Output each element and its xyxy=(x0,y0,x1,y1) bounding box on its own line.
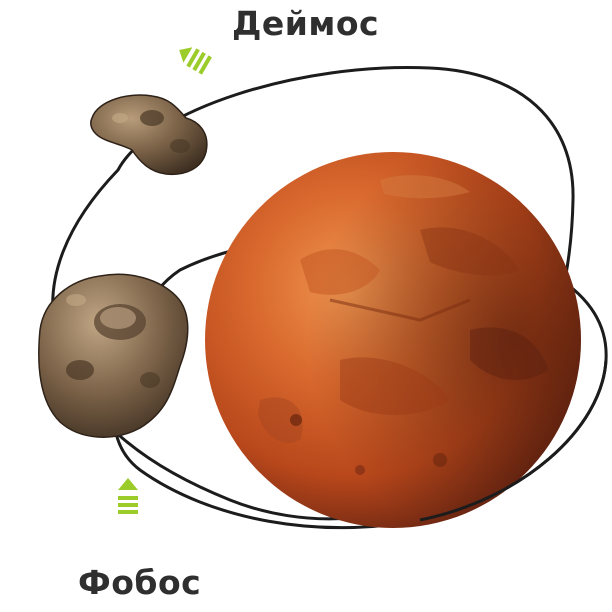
deimos-motion-arrow-icon xyxy=(174,41,212,74)
deimos-moon xyxy=(91,95,207,174)
phobos-moon xyxy=(39,274,188,437)
mars-planet xyxy=(205,152,581,528)
phobos-motion-arrow-icon xyxy=(118,478,138,514)
phobos-label: Фобос xyxy=(78,563,201,602)
deimos-label: Деймос xyxy=(232,4,379,43)
